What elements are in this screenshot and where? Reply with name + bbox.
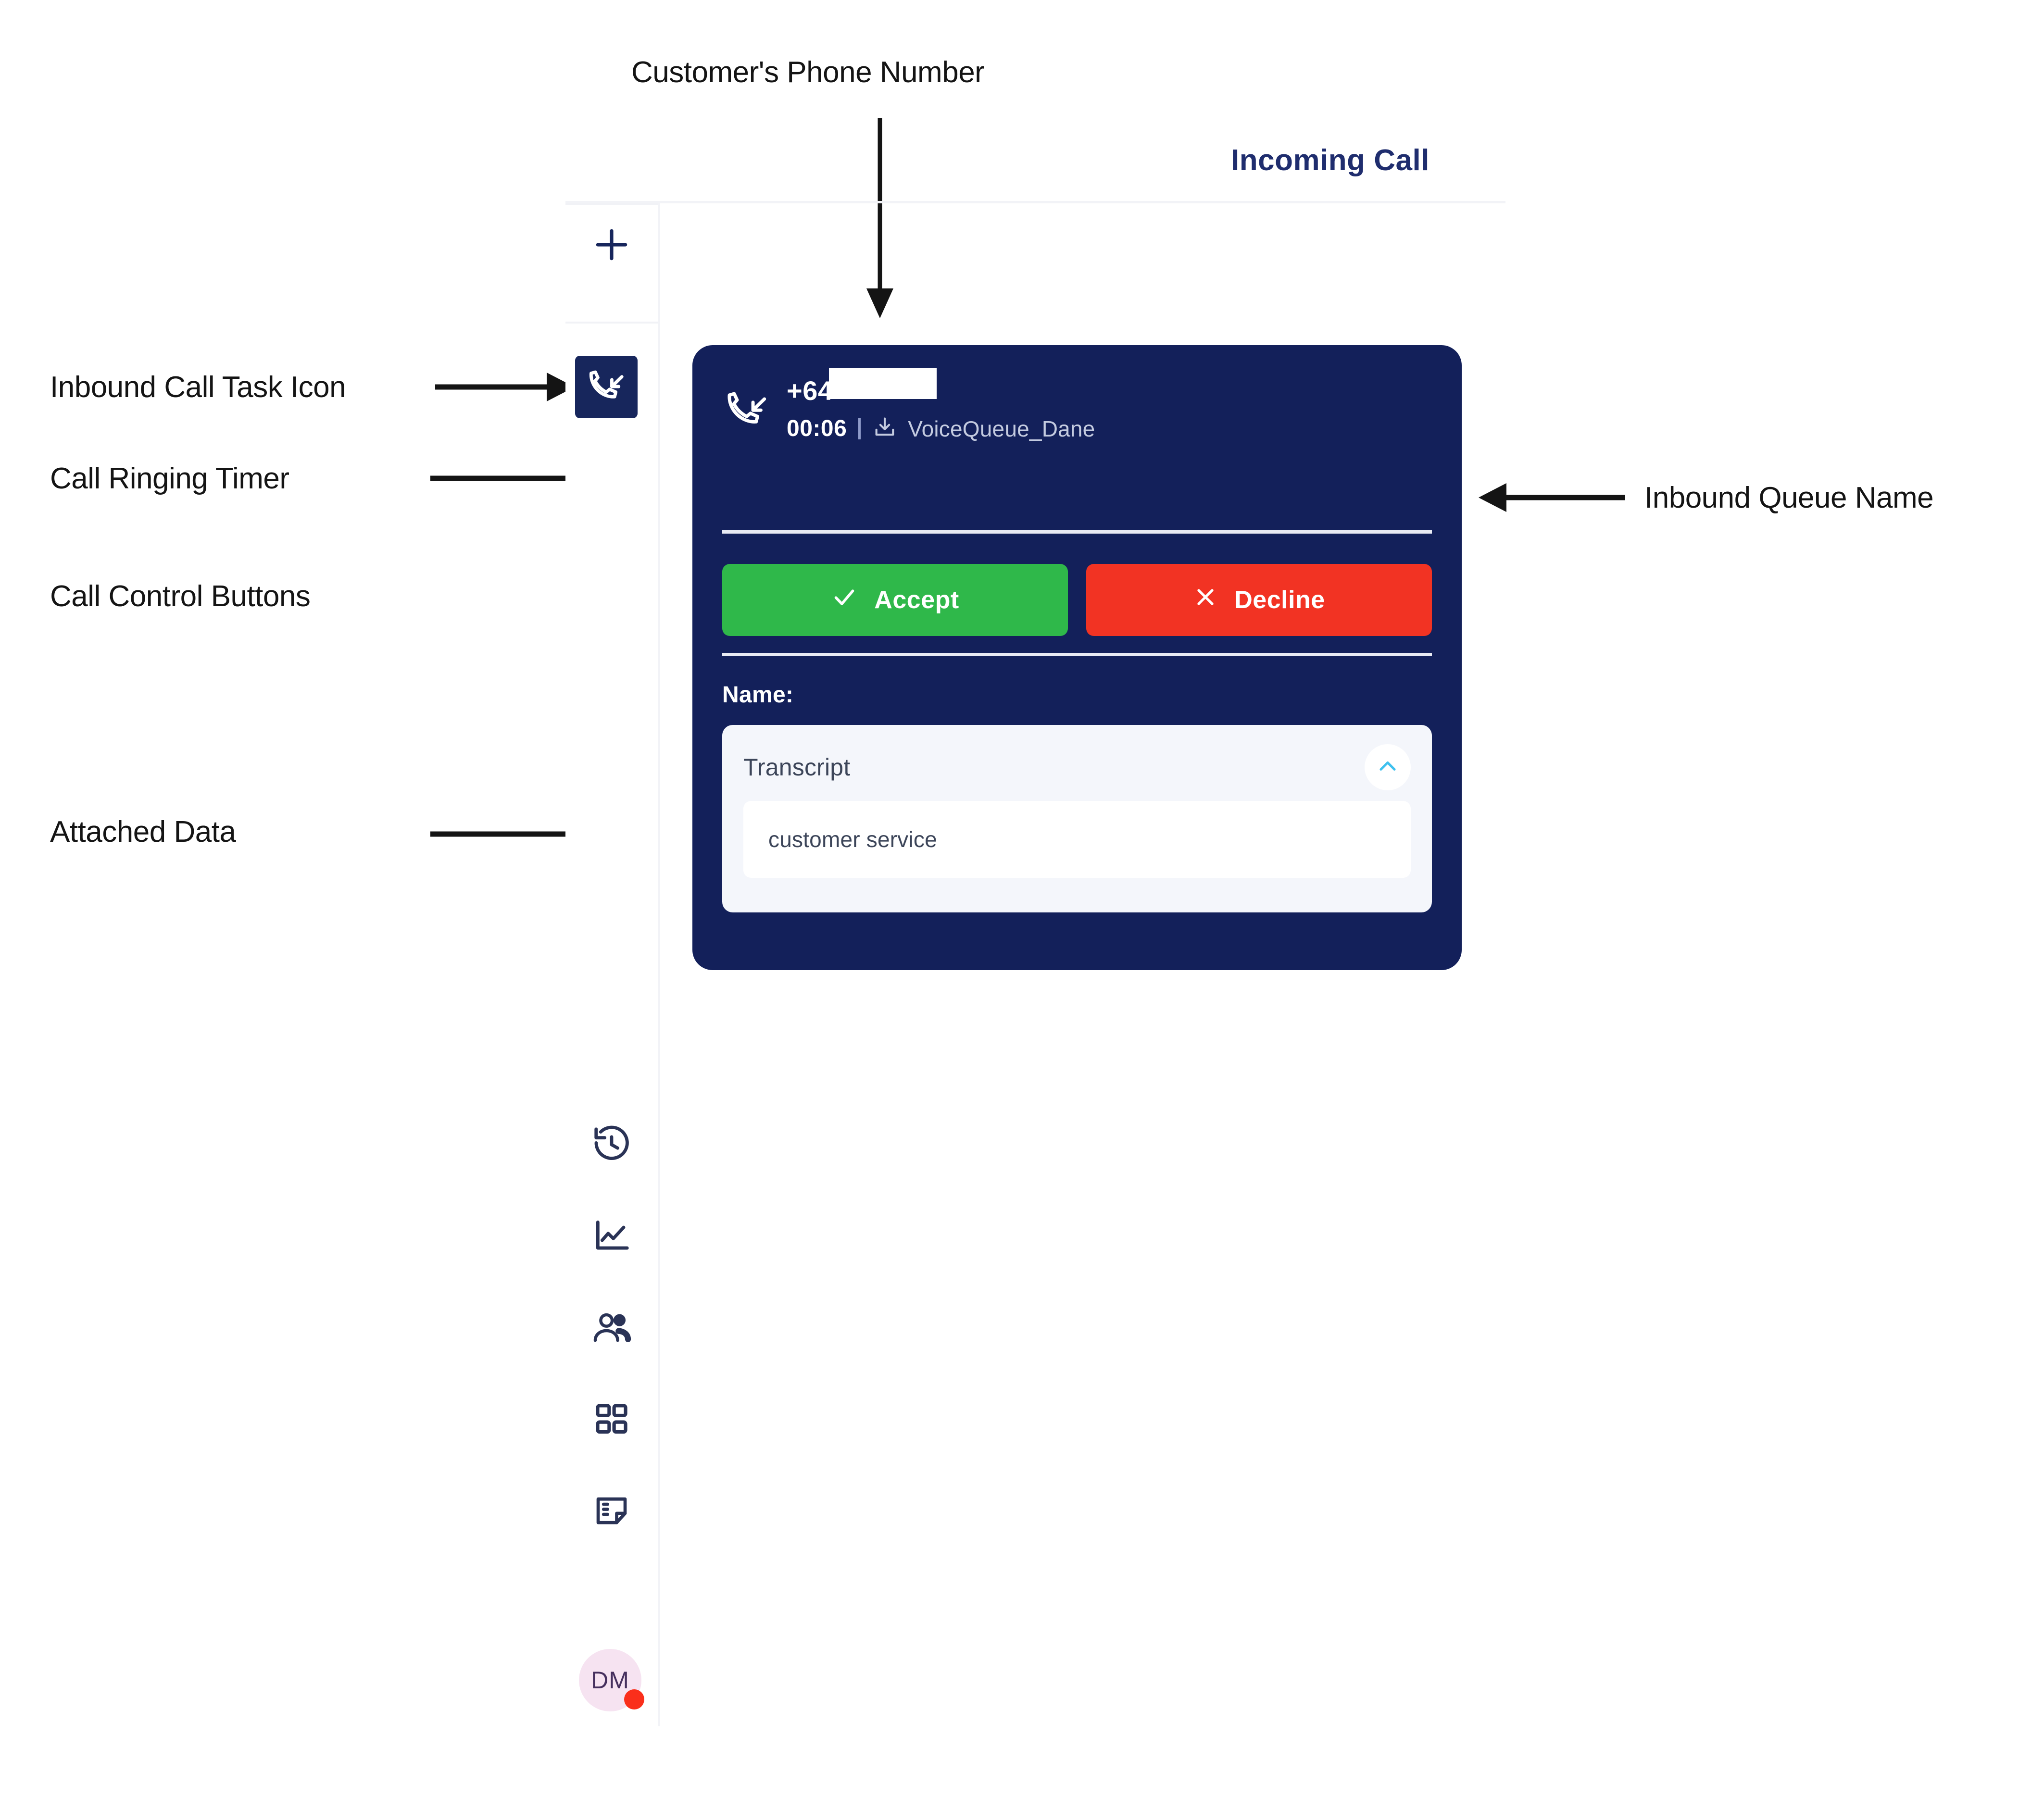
inbound-call-icon [586,365,627,409]
card-divider-top [722,530,1432,534]
meta-separator [858,418,861,439]
line-chart-icon [591,1215,632,1259]
incoming-call-card: +64 00:06 VoiceQueu [692,345,1462,970]
status-badge [624,1689,644,1709]
call-ringing-timer: 00:06 [787,416,847,441]
decline-button-label: Decline [1234,586,1325,614]
decline-button[interactable]: Decline [1086,564,1432,636]
sidebar-item-history[interactable] [565,1107,658,1184]
annotation-label-task-icon: Inbound Call Task Icon [50,371,346,404]
sidebar-item-add-task[interactable] [565,207,658,284]
sidebar-item-inbound-call-task[interactable] [575,356,638,418]
page-title: Incoming Call [1231,144,1430,177]
plus-icon [591,224,632,268]
attached-name-label: Name: [722,682,794,708]
transcript-title: Transcript [743,754,851,781]
call-meta-row: 00:06 VoiceQueue_Dane [787,415,1095,442]
caller-phone-number: +64 [787,375,833,406]
inbound-call-icon [723,386,770,436]
sidebar-vertical-divider [658,203,660,1726]
sidebar-item-notes[interactable] [565,1472,658,1549]
attached-data-panel: Transcript customer service [722,725,1432,912]
inbound-tray-icon [872,415,897,442]
call-card-header: +64 00:06 VoiceQueu [723,368,1095,442]
transcript-header[interactable]: Transcript [743,744,1411,790]
annotation-label-call-controls: Call Control Buttons [50,580,311,613]
sidebar-item-analytics[interactable] [565,1198,658,1275]
grid-apps-icon [592,1400,631,1442]
avatar-initials: DM [591,1667,629,1694]
note-list-icon [591,1490,632,1533]
annotation-label-attached-data: Attached Data [50,815,236,848]
phone-number-redaction [829,368,937,399]
collapse-toggle[interactable] [1365,744,1411,790]
check-icon [831,584,858,617]
chevron-up-icon [1375,754,1400,781]
card-divider-bottom [722,653,1432,656]
sidebar-item-apps[interactable] [565,1382,658,1459]
annotation-label-ringing-timer: Call Ringing Timer [50,462,289,495]
sidebar [565,203,658,1726]
accept-button[interactable]: Accept [722,564,1068,636]
sidebar-separator-top [565,203,658,205]
avatar[interactable]: DM [579,1649,644,1711]
inbound-queue-name: VoiceQueue_Dane [908,416,1095,441]
caller-number-row: +64 [787,368,1095,406]
transcript-value: customer service [768,827,937,852]
history-clock-icon [591,1124,632,1168]
accept-button-label: Accept [874,586,959,614]
transcript-value-box: customer service [743,801,1411,878]
header-bottom-border [565,201,1505,203]
call-control-buttons: Accept Decline [722,564,1432,636]
sidebar-item-contacts[interactable] [565,1291,658,1368]
sidebar-separator-tasks [565,322,658,324]
x-icon [1193,585,1218,616]
annotation-label-phone-number: Customer's Phone Number [631,56,985,89]
people-icon [591,1308,632,1351]
annotation-label-queue-name: Inbound Queue Name [1644,481,1934,514]
